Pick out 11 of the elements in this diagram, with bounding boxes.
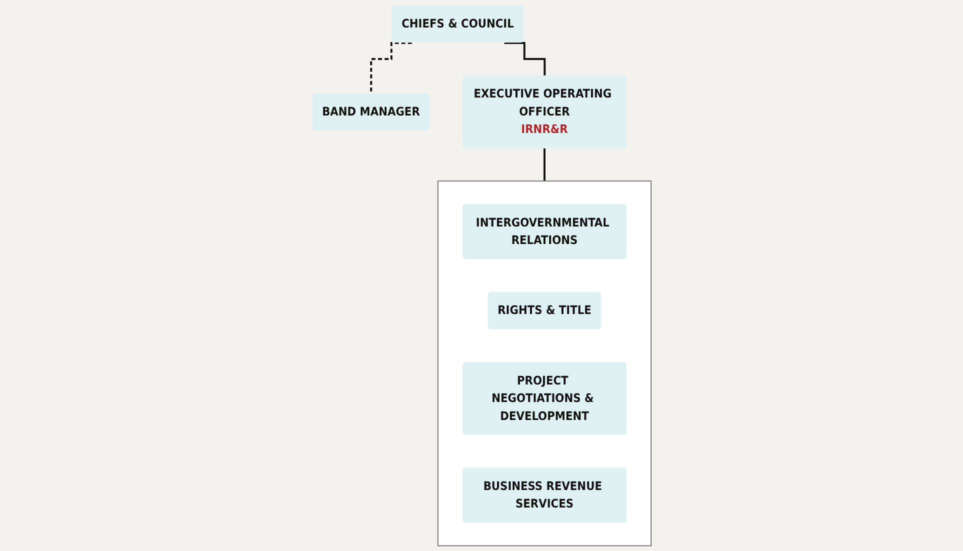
- node-box: BAND MANAGER: [312, 93, 430, 131]
- node-box: RIGHTS & TITLE: [488, 292, 602, 330]
- node-box: BUSINESS REVENUE SERVICES: [462, 468, 626, 523]
- node-box: EXECUTIVE OPERATING OFFICER IRNR&R: [462, 75, 626, 148]
- connector: [504, 42, 546, 77]
- node-box: CHIEFS & COUNCIL: [392, 5, 524, 43]
- node-box: PROJECT NEGOTIATIONS & DEVELOPMENT: [462, 362, 626, 435]
- connector: [370, 42, 412, 94]
- node-box: INTERGOVERNMENTAL RELATIONS: [462, 204, 626, 260]
- connector: [543, 147, 546, 182]
- cluster: [437, 180, 652, 546]
